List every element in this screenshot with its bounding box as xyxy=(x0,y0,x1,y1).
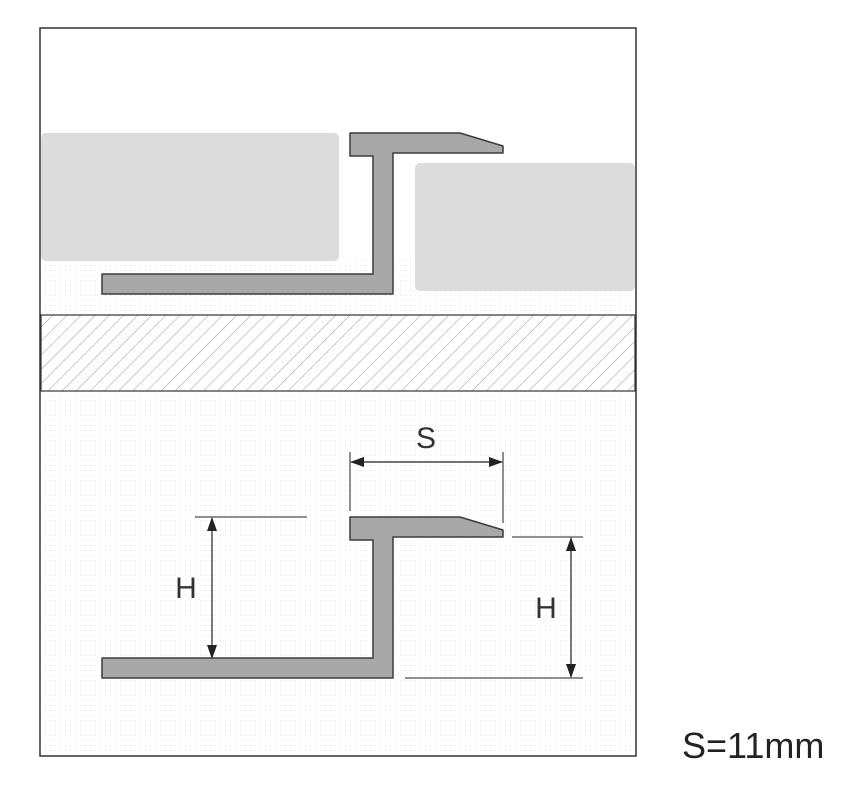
left-tile xyxy=(41,133,339,261)
right-tile xyxy=(415,163,635,291)
h-left-label: H xyxy=(175,572,197,605)
spec-label: S=11mm xyxy=(682,725,824,766)
substrate-layer xyxy=(40,314,636,392)
lower-bedding-texture xyxy=(41,392,635,755)
installed-z-profile xyxy=(101,132,504,295)
dimensioned-z-profile xyxy=(101,516,504,679)
s-label: S xyxy=(416,422,436,455)
installed-view xyxy=(41,132,635,315)
h-right-label: H xyxy=(535,592,557,625)
dimension-view: S H H xyxy=(101,422,583,679)
